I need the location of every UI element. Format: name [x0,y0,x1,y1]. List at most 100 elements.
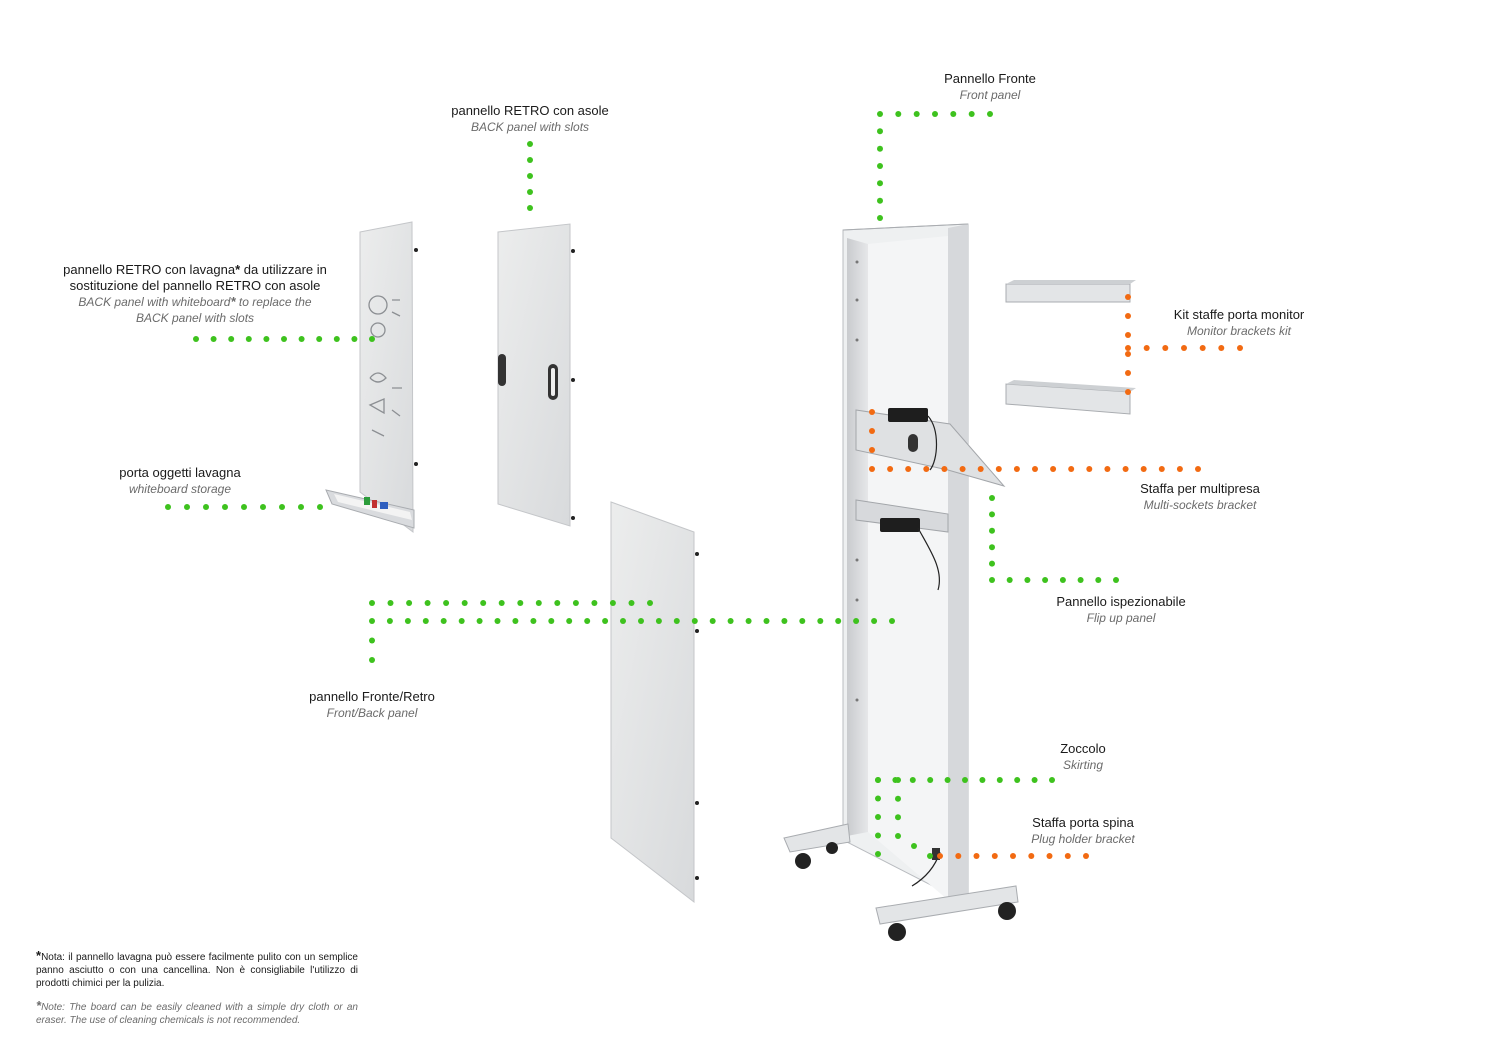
callout-plug-holder-bracket [937,853,1089,859]
callout-dot [1010,853,1016,859]
callout-dot [923,466,930,472]
callout-dot [895,833,901,839]
callout-dot [512,618,519,624]
asterisk: * [230,294,236,309]
callout-dot [527,189,533,195]
callout-dot [955,853,962,859]
callout-dot [369,600,375,606]
callout-dot [494,618,501,624]
callout-skirting-vertical [875,777,881,857]
whiteboard-storage-tray [325,489,415,529]
label-text-en: whiteboard storage [128,482,232,496]
callout-dot [386,618,393,624]
label-text-en: BACK panel with whiteboard [78,295,231,309]
callout-dot [989,495,995,501]
callout-dot [895,814,901,821]
callout-dot [835,618,842,624]
callout-monitor-brackets-kit [1125,345,1243,351]
callout-dot [1028,853,1035,859]
callout-dot [1031,777,1038,783]
asterisk: * [36,998,42,1013]
callout-dot [404,618,411,624]
callout-dot [1143,345,1150,351]
whiteboard-drawing [368,295,402,437]
label-flip-up-panel: Pannello ispezionabile Flip up panel [1036,594,1206,626]
callout-dot [727,618,734,624]
label-plug-holder-bracket: Staffa porta spina Plug holder bracket [1013,815,1153,847]
callout-multisocket-bracket [869,409,1201,472]
callout-dot [944,777,951,783]
callout-dot [316,336,323,342]
callout-dot [351,336,358,342]
callout-dot [1064,853,1071,859]
callout-dot [638,618,644,624]
front-back-panel [610,501,699,904]
callout-dot [628,600,635,606]
callout-dot [517,600,524,606]
callout-dot [1125,370,1131,376]
callout-dot [1095,577,1102,583]
callout-dot [950,111,957,117]
callout-dot [222,504,228,510]
callout-dot [1083,853,1089,859]
monitor-brackets [1005,280,1136,415]
callout-dot [260,504,266,510]
label-front-back-panel: pannello Fronte/Retro Front/Back panel [292,689,452,721]
label-text: da utilizzare in [240,262,327,277]
callout-dot [369,657,375,663]
callout-dot [987,111,993,117]
cleaning-note-english: *Note: The board can be easily cleaned w… [36,999,358,1027]
callout-dot [369,336,375,342]
callout-dot [1077,577,1084,583]
callout-dot [498,600,505,606]
callout-dot [1113,577,1119,583]
callout-front-back-panel [369,618,895,663]
cleaning-note-italian: *Nota: il pannello lavagna può essere fa… [36,949,358,990]
callout-dot [973,853,980,859]
callout-dot [875,814,881,820]
callout-dot [165,504,171,510]
callout-dot [1086,466,1093,472]
callout-dot [609,600,616,606]
callout-dot [875,777,881,783]
asterisk: * [235,262,241,277]
label-text-en: BACK panel with slots [470,120,590,134]
whiteboard-back-panel [359,221,418,534]
callout-dot [184,504,190,510]
callout-front-panel [877,111,993,221]
label-text: Staffa porta spina [1032,815,1134,830]
callout-dot [1050,466,1057,472]
callout-dot [1158,466,1165,472]
callout-dot [877,180,883,187]
callout-dot [1199,345,1206,351]
callout-dot [911,843,917,849]
callout-dot [1068,466,1075,472]
label-text-en: Skirting [1062,758,1103,772]
callout-dot [996,777,1003,783]
callout-dot [979,777,986,783]
note-text: Nota: il pannello lavagna può essere fac… [36,952,358,989]
callout-dot [1014,777,1021,783]
callout-dot [554,600,561,606]
callout-dot [591,600,598,606]
callout-dot [203,504,209,510]
callout-dot [584,618,591,624]
callout-dot [977,466,984,472]
callout-dot [1176,466,1183,472]
callout-dot [895,777,901,783]
callout-dot [228,336,235,342]
callout-dot [877,128,883,135]
callout-dot [458,618,465,624]
callout-dot [989,544,995,551]
callout-dot [333,336,340,342]
callout-dot [877,111,883,117]
callout-dot [1125,345,1131,351]
label-text: Staffa per multipresa [1140,481,1260,496]
callout-dot [709,618,716,624]
callout-dot [1059,577,1066,583]
callout-dot [909,777,916,783]
callout-dot [1125,351,1131,357]
label-text-en: Front/Back panel [326,706,418,720]
callout-dot [1125,294,1131,300]
callout-front-back-panel-top [369,600,653,606]
